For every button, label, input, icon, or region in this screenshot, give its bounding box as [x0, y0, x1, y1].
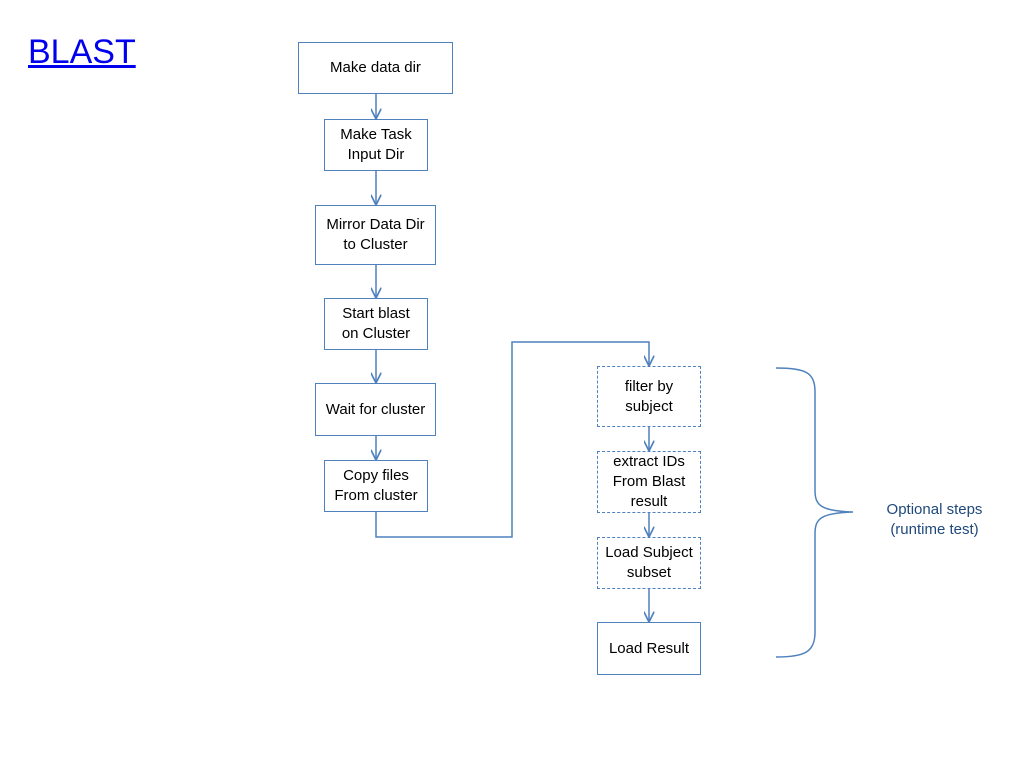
- step-label: extract IDs From Blast result: [612, 453, 686, 510]
- step-label: Make data dir: [330, 59, 421, 76]
- step-filter-by-subject: filter by subject: [597, 366, 701, 427]
- step-load-result: Load Result: [597, 622, 701, 675]
- arrow-6-to-branch: [375, 341, 649, 538]
- blast-title-link[interactable]: BLAST: [28, 33, 136, 71]
- step-make-data-dir: Make data dir: [298, 42, 453, 94]
- step-label: Start blast on Cluster: [341, 305, 411, 342]
- step-extract-ids: extract IDs From Blast result: [597, 451, 701, 513]
- step-copy-files: Copy files From cluster: [324, 460, 428, 512]
- step-wait-for-cluster: Wait for cluster: [315, 383, 436, 436]
- step-load-subject-subset: Load Subject subset: [597, 537, 701, 589]
- step-make-task-input-dir: Make Task Input Dir: [324, 119, 428, 171]
- step-label: Wait for cluster: [325, 400, 426, 418]
- step-label: Load Result: [608, 639, 690, 657]
- step-label: filter by subject: [624, 377, 674, 415]
- step-start-blast: Start blast on Cluster: [324, 298, 428, 350]
- optional-steps-brace: [775, 367, 854, 658]
- step-label: Make Task Input Dir: [340, 126, 412, 163]
- step-label: Copy files From cluster: [334, 467, 418, 504]
- step-mirror-data-dir: Mirror Data Dir to Cluster: [315, 205, 436, 265]
- optional-steps-note: Optional steps (runtime test): [886, 501, 983, 538]
- step-label: Mirror Data Dir to Cluster: [326, 216, 425, 253]
- step-label: Load Subject subset: [605, 544, 693, 581]
